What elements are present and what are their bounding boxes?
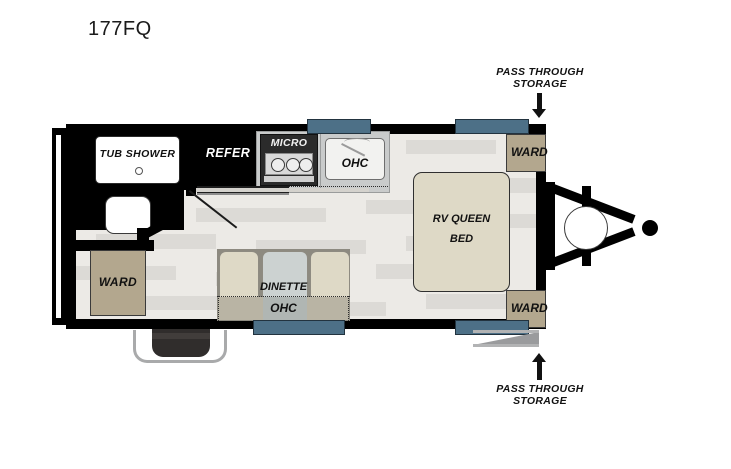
rv-queen-bed[interactable]: RV QUEEN BED <box>413 172 510 292</box>
window-streetside-2[interactable] <box>455 119 529 134</box>
microwave-label: MICRO <box>270 137 308 149</box>
faucet-icon <box>344 138 370 146</box>
annotation-pass-through-storage-top: PASS THROUGH STORAGE <box>496 66 584 90</box>
dinette-dotted-line-right <box>348 296 349 321</box>
tire-highlight <box>152 333 210 339</box>
annotation-pass-through-storage-bottom: PASS THROUGH STORAGE <box>496 383 584 407</box>
window-curbside-1[interactable] <box>253 320 345 335</box>
galley-overhead-dotted-line <box>256 186 388 187</box>
counter-edge <box>189 188 369 192</box>
wardrobe-left-label: WARD <box>98 275 138 289</box>
dinette-dotted-line <box>217 296 350 297</box>
refrigerator-label: REFER <box>205 146 251 160</box>
microwave[interactable]: MICRO <box>260 134 318 186</box>
awning-arm-top <box>473 330 539 333</box>
dinette-ohc-label: OHC <box>270 301 297 315</box>
wardrobe-right-bottom-label: WARD <box>511 301 548 315</box>
wardrobe-left-header <box>76 240 154 251</box>
kitchen-ohc-label: OHC <box>341 156 369 170</box>
slide-out-cap-bottom <box>52 318 74 325</box>
hitch-base <box>546 182 555 270</box>
tire-icon <box>152 329 210 357</box>
cooktop-burners <box>265 153 313 175</box>
lavatory-sink[interactable] <box>105 196 151 234</box>
propane-tank-icon <box>564 206 608 250</box>
wardrobe-right-top[interactable] <box>506 134 546 172</box>
dinette-label: DINETTE <box>259 281 308 293</box>
hitch-coupler-icon <box>642 220 658 236</box>
dinette-overhead-cabinet[interactable] <box>218 297 349 320</box>
dinette-dotted-line-left <box>218 296 219 321</box>
tub-shower-label: TUB SHOWER <box>99 148 176 160</box>
bed-label-line2: BED <box>449 233 474 245</box>
window-streetside-1[interactable] <box>307 119 371 134</box>
range-base <box>264 176 314 182</box>
a-frame-hitch <box>546 180 658 272</box>
bed-label-line1: RV QUEEN <box>432 213 491 225</box>
dinette[interactable]: DINETTE OHC <box>217 249 350 321</box>
slide-out-gap <box>56 134 61 319</box>
awning-arm-bottom <box>473 344 539 347</box>
slide-out-cap-top <box>52 128 74 135</box>
fender-icon <box>133 330 227 363</box>
awning-panel <box>473 332 539 345</box>
dinette-seat-right[interactable] <box>310 251 350 299</box>
kitchen-sink-cabinet: OHC <box>320 131 390 193</box>
tub-shower[interactable]: TUB SHOWER <box>95 136 180 184</box>
awning-icon <box>473 330 545 360</box>
page-title: 177FQ <box>88 18 152 40</box>
wardrobe-right-top-label: WARD <box>511 145 548 159</box>
wardrobe-left[interactable]: WARD <box>90 250 146 316</box>
kitchen-sink-basin[interactable] <box>325 138 385 180</box>
drain-icon <box>134 167 143 175</box>
dinette-overhead-cabinet-center <box>263 297 307 320</box>
